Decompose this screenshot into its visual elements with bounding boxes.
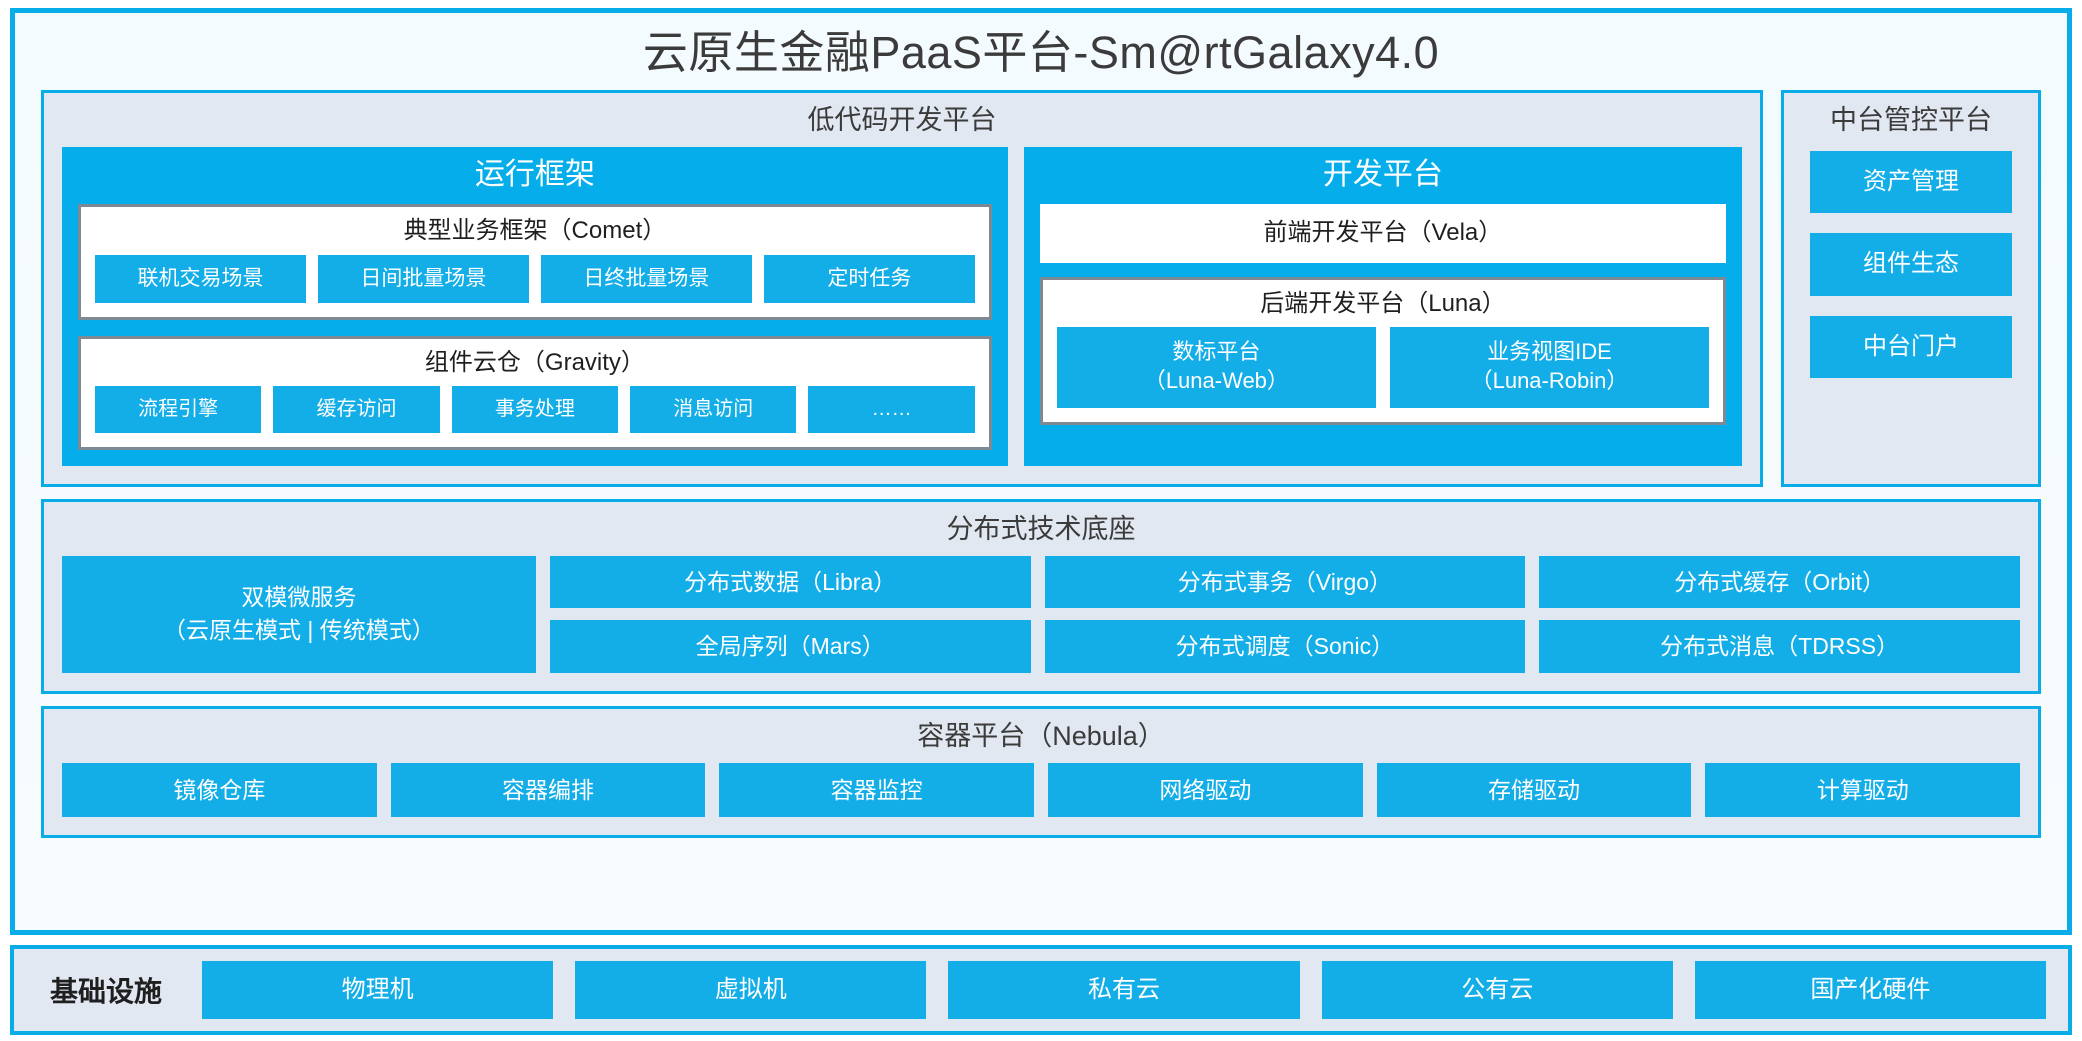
microservice-column: 双模微服务 （云原生模式 | 传统模式） <box>62 556 536 673</box>
comet-box: 典型业务框架（Comet） 联机交易场景 日间批量场景 日终批量场景 定时任务 <box>78 204 992 320</box>
dual-mode-microservice-chip[interactable]: 双模微服务 （云原生模式 | 传统模式） <box>62 556 536 673</box>
midoffice-item-list: 资产管理 组件生态 中台门户 <box>1784 147 2038 484</box>
gravity-item[interactable]: 缓存访问 <box>273 386 440 434</box>
development-platform-card: 开发平台 前端开发平台（Vela） 后端开发平台（Luna） 数标平台 （Lun… <box>1023 146 1742 467</box>
container-item-network-driver[interactable]: 网络驱动 <box>1048 762 1363 818</box>
development-platform-title: 开发平台 <box>1322 157 1443 191</box>
gravity-item-more[interactable]: …… <box>808 386 975 434</box>
global-sequence-chip[interactable]: 全局序列（Mars） <box>549 620 1031 673</box>
top-row: 低代码开发平台 运行框架 典型业务框架（Comet） 联机交易场景 日间批量场景… <box>41 90 2041 488</box>
infrastructure-label: 基础设施 <box>50 975 163 1007</box>
comet-item[interactable]: 日终批量场景 <box>540 254 752 303</box>
comet-item[interactable]: 联机交易场景 <box>95 254 306 303</box>
container-item-image-registry[interactable]: 镜像仓库 <box>62 762 377 818</box>
gravity-item[interactable]: 事务处理 <box>451 386 619 434</box>
container-platform-panel: 容器平台（Nebula） 镜像仓库 容器编排 容器监控 网络驱动 存储驱动 计算… <box>41 705 2041 839</box>
distributed-data-chip[interactable]: 分布式数据（Libra） <box>549 556 1031 609</box>
comet-chip-row: 联机交易场景 日间批量场景 日终批量场景 定时任务 <box>95 254 975 303</box>
distributed-scheduling-chip[interactable]: 分布式调度（Sonic） <box>1044 620 1526 673</box>
container-item-orchestration[interactable]: 容器编排 <box>390 762 706 818</box>
infrastructure-bar: 基础设施 物理机 虚拟机 私有云 公有云 国产化硬件 <box>10 944 2072 1035</box>
luna-web-sublabel: （Luna-Web） <box>1143 367 1289 393</box>
gravity-item[interactable]: 消息访问 <box>630 386 797 434</box>
comet-title: 典型业务框架（Comet） <box>403 217 667 245</box>
distributed-cache-chip[interactable]: 分布式缓存（Orbit） <box>1539 556 2020 609</box>
midoffice-item-component-ecosystem[interactable]: 组件生态 <box>1810 233 2012 296</box>
distributed-column-1: 分布式数据（Libra） 全局序列（Mars） <box>549 556 1031 673</box>
luna-web-chip[interactable]: 数标平台 （Luna-Web） <box>1056 327 1376 409</box>
distributed-message-chip[interactable]: 分布式消息（TDRSS） <box>1539 620 2020 673</box>
comet-item[interactable]: 日间批量场景 <box>317 254 529 303</box>
runtime-framework-card: 运行框架 典型业务框架（Comet） 联机交易场景 日间批量场景 日终批量场景 … <box>62 146 1008 467</box>
infrastructure-item-domestic-hardware[interactable]: 国产化硬件 <box>1694 960 2047 1019</box>
luna-robin-chip[interactable]: 业务视图IDE （Luna-Robin） <box>1389 327 1710 409</box>
gravity-title: 组件云仓（Gravity） <box>424 348 645 376</box>
luna-robin-sublabel: （Luna-Robin） <box>1470 367 1629 393</box>
dual-mode-microservice-label: 双模微服务 <box>241 584 357 611</box>
lowcode-platform-body: 运行框架 典型业务框架（Comet） 联机交易场景 日间批量场景 日终批量场景 … <box>44 146 1760 484</box>
container-platform-title: 容器平台（Nebula） <box>917 720 1165 751</box>
gravity-item[interactable]: 流程引擎 <box>95 386 262 434</box>
distributed-column-3: 分布式缓存（Orbit） 分布式消息（TDRSS） <box>1539 556 2020 673</box>
platform-frame: 云原生金融PaaS平台-Sm@rtGalaxy4.0 低代码开发平台 运行框架 … <box>10 8 2072 935</box>
gravity-box: 组件云仓（Gravity） 流程引擎 缓存访问 事务处理 消息访问 …… <box>78 335 992 451</box>
infrastructure-item-public-cloud[interactable]: 公有云 <box>1321 960 1673 1019</box>
dual-mode-microservice-sublabel: （云原生模式 | 传统模式） <box>163 617 435 644</box>
runtime-framework-title: 运行框架 <box>474 157 595 191</box>
distributed-tech-title: 分布式技术底座 <box>946 514 1136 545</box>
distributed-tech-body: 双模微服务 （云原生模式 | 传统模式） 分布式数据（Libra） 全局序列（M… <box>44 556 2038 691</box>
backend-platform-title: 后端开发平台（Luna） <box>1260 289 1506 317</box>
container-item-compute-driver[interactable]: 计算驱动 <box>1705 762 2021 818</box>
backend-platform-chip-row: 数标平台 （Luna-Web） 业务视图IDE （Luna-Robin） <box>1056 327 1710 409</box>
infrastructure-item-physical-machine[interactable]: 物理机 <box>202 960 554 1019</box>
container-item-monitoring[interactable]: 容器监控 <box>719 762 1035 818</box>
container-platform-body: 镜像仓库 容器编排 容器监控 网络驱动 存储驱动 计算驱动 <box>44 762 2038 835</box>
container-item-storage-driver[interactable]: 存储驱动 <box>1376 762 1692 818</box>
infrastructure-item-virtual-machine[interactable]: 虚拟机 <box>575 960 927 1019</box>
midoffice-item-asset-management[interactable]: 资产管理 <box>1810 150 2012 214</box>
frontend-platform-box[interactable]: 前端开发平台（Vela） <box>1039 204 1726 263</box>
luna-robin-label: 业务视图IDE <box>1487 339 1612 365</box>
page-title: 云原生金融PaaS平台-Sm@rtGalaxy4.0 <box>642 27 1440 78</box>
distributed-transaction-chip[interactable]: 分布式事务（Virgo） <box>1044 556 1526 609</box>
gravity-chip-row: 流程引擎 缓存访问 事务处理 消息访问 …… <box>95 386 975 434</box>
lowcode-platform-panel: 低代码开发平台 运行框架 典型业务框架（Comet） 联机交易场景 日间批量场景… <box>41 90 1763 488</box>
backend-platform-box: 后端开发平台（Luna） 数标平台 （Luna-Web） 业务视图IDE （Lu… <box>1039 276 1726 426</box>
comet-item[interactable]: 定时任务 <box>763 254 975 303</box>
distributed-column-2: 分布式事务（Virgo） 分布式调度（Sonic） <box>1044 556 1526 673</box>
midoffice-platform-title: 中台管控平台 <box>1830 105 1992 136</box>
infrastructure-item-private-cloud[interactable]: 私有云 <box>948 960 1300 1019</box>
midoffice-platform-panel: 中台管控平台 资产管理 组件生态 中台门户 <box>1781 90 2041 488</box>
distributed-tech-panel: 分布式技术底座 双模微服务 （云原生模式 | 传统模式） 分布式数据（Libra… <box>41 499 2041 694</box>
lowcode-platform-title: 低代码开发平台 <box>807 105 997 136</box>
midoffice-item-portal[interactable]: 中台门户 <box>1810 315 2012 379</box>
luna-web-label: 数标平台 <box>1172 339 1261 365</box>
